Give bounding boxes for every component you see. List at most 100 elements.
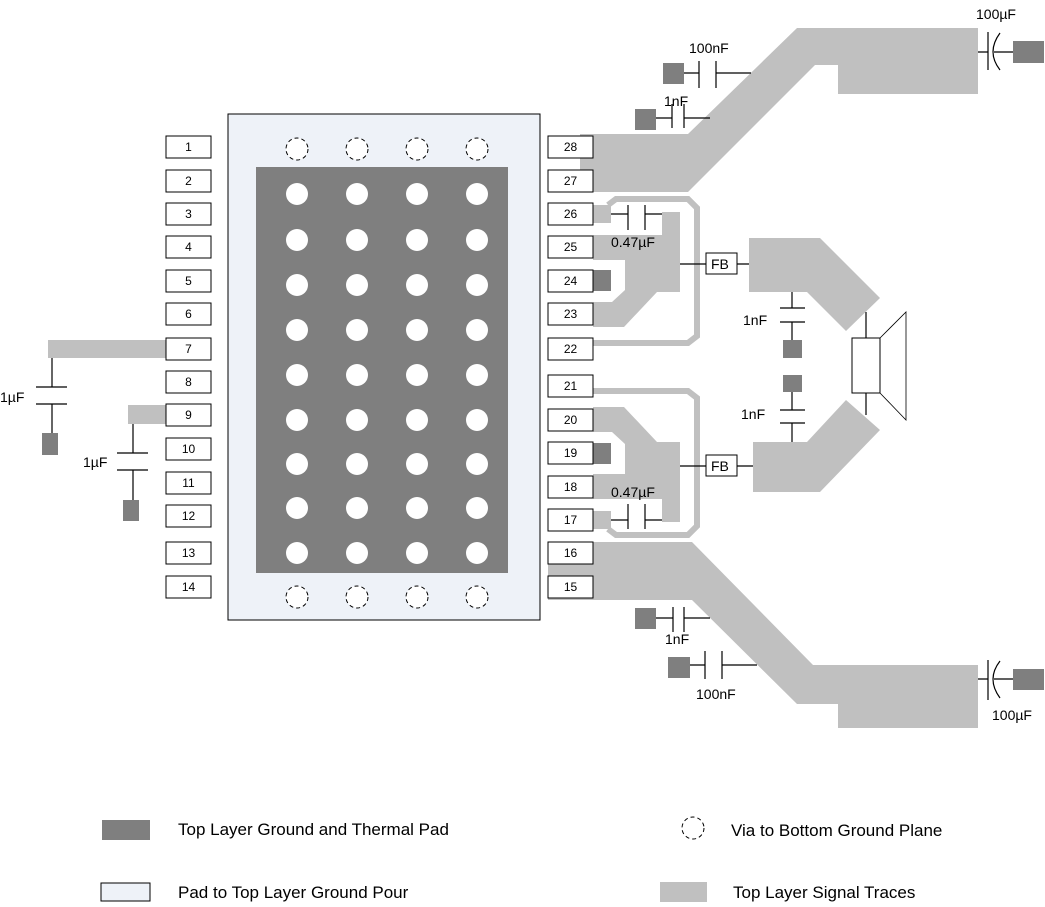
pin-26-pad: [593, 205, 611, 223]
thermal-via: [406, 497, 428, 519]
thermal-via: [466, 542, 488, 564]
lower-047uf-label: 0.47µF: [611, 484, 655, 500]
pin-19-ground-pad: [593, 443, 611, 464]
ground-via: [465, 137, 489, 161]
pin-22: [547, 337, 594, 361]
pin-number: 20: [564, 413, 578, 427]
thermal-via: [346, 364, 368, 386]
speaker-positive-trace: [749, 238, 880, 331]
legend-swatch-signal: [660, 882, 707, 902]
thermal-via: [466, 183, 488, 205]
pin-17-pad: [593, 511, 611, 529]
pin-6: [165, 302, 212, 326]
pin-9-1uf-label: 1µF: [83, 454, 107, 470]
ground-via: [345, 585, 369, 609]
pin-9: [165, 403, 212, 427]
bootstrap-capacitor: [611, 205, 662, 230]
thermal-via: [406, 319, 428, 341]
pin-7: [165, 337, 212, 361]
ground-via: [285, 585, 309, 609]
lower-fb-label: FB: [711, 458, 729, 474]
ground-pad: [1013, 41, 1044, 63]
ground-via: [345, 137, 369, 161]
pin-number: 6: [185, 307, 192, 321]
pin-number: 26: [564, 207, 578, 221]
pin-number: 10: [182, 442, 196, 456]
pin-number: 25: [564, 240, 578, 254]
ground-via: [405, 137, 429, 161]
pin-21: [547, 374, 594, 398]
thermal-via: [406, 542, 428, 564]
thermal-via: [286, 229, 308, 251]
top-supply-trace: [580, 28, 978, 192]
pin-number: 13: [182, 546, 196, 560]
pin-3: [165, 202, 212, 226]
pin-number: 1: [185, 140, 192, 154]
pin-7-1uf-label: 1µF: [0, 389, 24, 405]
thermal-via: [346, 453, 368, 475]
thermal-via: [406, 183, 428, 205]
ground-pad: [663, 63, 684, 84]
ground-pad: [1013, 669, 1044, 690]
pin-27: [547, 169, 594, 193]
bottom-100uf-capacitor: [978, 660, 1044, 700]
ground-pad: [42, 433, 58, 455]
pin-7-trace: [48, 340, 166, 358]
thermal-via: [346, 183, 368, 205]
thermal-via: [466, 409, 488, 431]
thermal-via: [286, 364, 308, 386]
thermal-via: [466, 319, 488, 341]
thermal-via: [346, 229, 368, 251]
pin-number: 23: [564, 307, 578, 321]
pin-24: [547, 269, 594, 293]
bottom-100nf-capacitor: [668, 651, 757, 679]
thermal-via: [466, 453, 488, 475]
thermal-via: [286, 319, 308, 341]
pin-24-ground-pad: [593, 270, 611, 291]
top-100nf-capacitor: [663, 61, 751, 88]
thermal-via: [406, 453, 428, 475]
pin-19: [547, 441, 594, 465]
top-1nf-label: 1nF: [664, 93, 688, 109]
thermal-via: [346, 319, 368, 341]
pin-23: [547, 302, 594, 326]
pin-number: 5: [185, 274, 192, 288]
thermal-via: [406, 409, 428, 431]
thermal-via: [406, 274, 428, 296]
thermal-via: [406, 364, 428, 386]
ground-via: [285, 137, 309, 161]
ground-pad: [783, 340, 802, 358]
ground-via: [405, 585, 429, 609]
output-trace: [593, 407, 680, 522]
thermal-via: [346, 542, 368, 564]
ground-pad: [123, 500, 139, 521]
ground-via: [465, 585, 489, 609]
pin-number: 17: [564, 513, 578, 527]
legend-label-pour-pad: Pad to Top Layer Ground Pour: [178, 883, 409, 902]
lower-ferrite-bead: [705, 454, 738, 477]
ic-pins: 1234567891011121314282726252423222120191…: [165, 135, 594, 599]
pin-number: 8: [185, 375, 192, 389]
pin-number: 19: [564, 446, 578, 460]
pin-4: [165, 235, 212, 259]
thermal-via: [286, 274, 308, 296]
pin-number: 18: [564, 480, 578, 494]
thermal-via: [466, 497, 488, 519]
pin-18: [547, 475, 594, 499]
pin-16: [547, 541, 594, 565]
pin-number: 11: [182, 476, 195, 490]
pin-2: [165, 169, 212, 193]
speaker-lower-1nf-capacitor: [780, 375, 805, 442]
legend-swatch-ground: [102, 820, 150, 840]
pin-number: 21: [564, 379, 578, 393]
legend-label-ground: Top Layer Ground and Thermal Pad: [178, 820, 449, 839]
bootstrap-loop-trace: [593, 196, 700, 346]
pin-17: [547, 508, 594, 532]
bottom-100uf-label: 100µF: [992, 707, 1032, 723]
pin-26: [547, 202, 594, 226]
pin-9-trace: [128, 405, 166, 424]
pin-number: 24: [564, 274, 578, 288]
pin-number: 15: [564, 580, 578, 594]
pin-number: 16: [564, 546, 578, 560]
